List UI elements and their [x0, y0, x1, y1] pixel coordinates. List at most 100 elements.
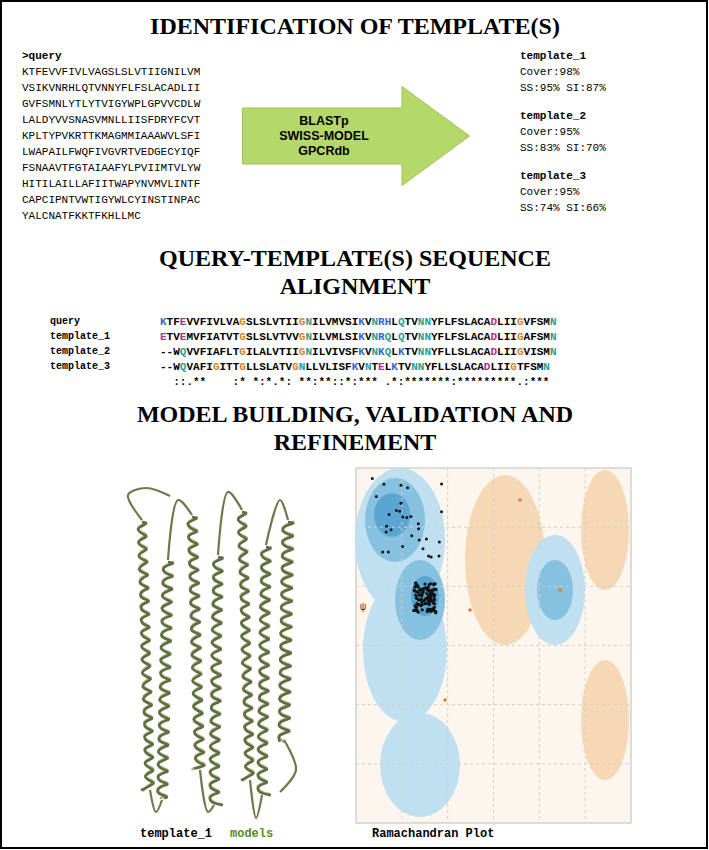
- residue: I: [510, 316, 517, 328]
- residue: V: [338, 316, 345, 328]
- residue: F: [431, 361, 438, 373]
- residue: E: [378, 361, 385, 373]
- residue: S: [537, 346, 544, 358]
- residue: I: [312, 331, 319, 343]
- residue: V: [173, 331, 180, 343]
- residue: S: [530, 361, 537, 373]
- residue: I: [206, 361, 213, 373]
- residue: Q: [385, 331, 392, 343]
- residue: I: [206, 346, 213, 358]
- residue: I: [332, 361, 339, 373]
- residue: V: [524, 346, 531, 358]
- residue: L: [319, 316, 326, 328]
- residue: G: [299, 316, 306, 328]
- tool-name: GPCRdb: [298, 144, 349, 159]
- residue: R: [378, 331, 385, 343]
- residue: N: [418, 361, 425, 373]
- residue: S: [246, 331, 253, 343]
- alignment-row: ETVEMVFIATVTGSLSLVTVVGNILVMLSIKVNRQLQTVN…: [160, 329, 557, 345]
- residue: S: [457, 346, 464, 358]
- residue: T: [372, 361, 379, 373]
- residue: L: [391, 331, 398, 343]
- residue: G: [517, 346, 524, 358]
- residue: L: [325, 361, 332, 373]
- residue: V: [186, 361, 193, 373]
- residue: I: [219, 361, 226, 373]
- residue: I: [292, 346, 299, 358]
- residue: W: [173, 361, 180, 373]
- residue: T: [233, 331, 240, 343]
- residue: D: [484, 361, 491, 373]
- residue: L: [464, 346, 471, 358]
- residue: F: [451, 331, 458, 343]
- residue: A: [484, 346, 491, 358]
- residue: L: [266, 346, 273, 358]
- residue: D: [490, 331, 497, 343]
- residue: -: [167, 346, 174, 358]
- residue: V: [411, 331, 418, 343]
- residue: G: [239, 361, 246, 373]
- residue: V: [524, 316, 531, 328]
- residue: -: [160, 361, 167, 373]
- residue: S: [457, 331, 464, 343]
- residue: F: [451, 316, 458, 328]
- residue: V: [286, 361, 293, 373]
- residue: G: [239, 331, 246, 343]
- residue: V: [193, 346, 200, 358]
- residue: G: [510, 361, 517, 373]
- residue: F: [524, 361, 531, 373]
- alignment-row: --WQVAFIGITTGLLSLATVGNLLVLISFKVNTELKTVNN…: [160, 359, 550, 375]
- protein-structure: [128, 488, 296, 818]
- residue: T: [279, 331, 286, 343]
- residue: T: [233, 346, 240, 358]
- residue: L: [266, 316, 273, 328]
- residue: K: [358, 316, 365, 328]
- residue: L: [305, 361, 312, 373]
- residue: V: [325, 346, 332, 358]
- residue: K: [398, 346, 405, 358]
- residue: I: [504, 316, 511, 328]
- residue: V: [319, 361, 326, 373]
- residue: N: [372, 346, 379, 358]
- residue: T: [167, 331, 174, 343]
- residue: N: [372, 331, 379, 343]
- residue: G: [517, 331, 524, 343]
- residue: N: [418, 346, 425, 358]
- residue: I: [497, 361, 504, 373]
- residue: L: [490, 361, 497, 373]
- residue: E: [180, 316, 187, 328]
- residue: N: [550, 346, 557, 358]
- residue: V: [193, 331, 200, 343]
- residue: L: [457, 361, 464, 373]
- residue: S: [537, 331, 544, 343]
- residue: A: [524, 331, 531, 343]
- residue: K: [358, 331, 365, 343]
- residue: A: [471, 331, 478, 343]
- residue: Q: [180, 361, 187, 373]
- residue: F: [345, 361, 352, 373]
- residue: -: [160, 346, 167, 358]
- residue: G: [299, 346, 306, 358]
- residue: N: [305, 346, 312, 358]
- residue: N: [411, 361, 418, 373]
- residue: G: [213, 361, 220, 373]
- residue: I: [312, 346, 319, 358]
- residue: V: [286, 331, 293, 343]
- sequence-label: >query: [22, 48, 62, 64]
- residue: L: [319, 331, 326, 343]
- alignment-row: KTFEVVFIVLVAGSLSLVTIIGNILVMVSIKVNRHLQTVN…: [160, 314, 557, 330]
- residue: N: [299, 361, 306, 373]
- residue: C: [477, 331, 484, 343]
- residue: L: [253, 361, 260, 373]
- residue: V: [272, 331, 279, 343]
- residue: Y: [431, 316, 438, 328]
- residue: V: [186, 346, 193, 358]
- section-heading: MODEL BUILDING, VALIDATION AND REFINEMEN…: [115, 400, 595, 456]
- residue: M: [537, 361, 544, 373]
- residue: F: [530, 331, 537, 343]
- residue: Q: [398, 316, 405, 328]
- residue: E: [160, 331, 167, 343]
- residue: G: [292, 361, 299, 373]
- residue: L: [385, 361, 392, 373]
- residue: C: [471, 361, 478, 373]
